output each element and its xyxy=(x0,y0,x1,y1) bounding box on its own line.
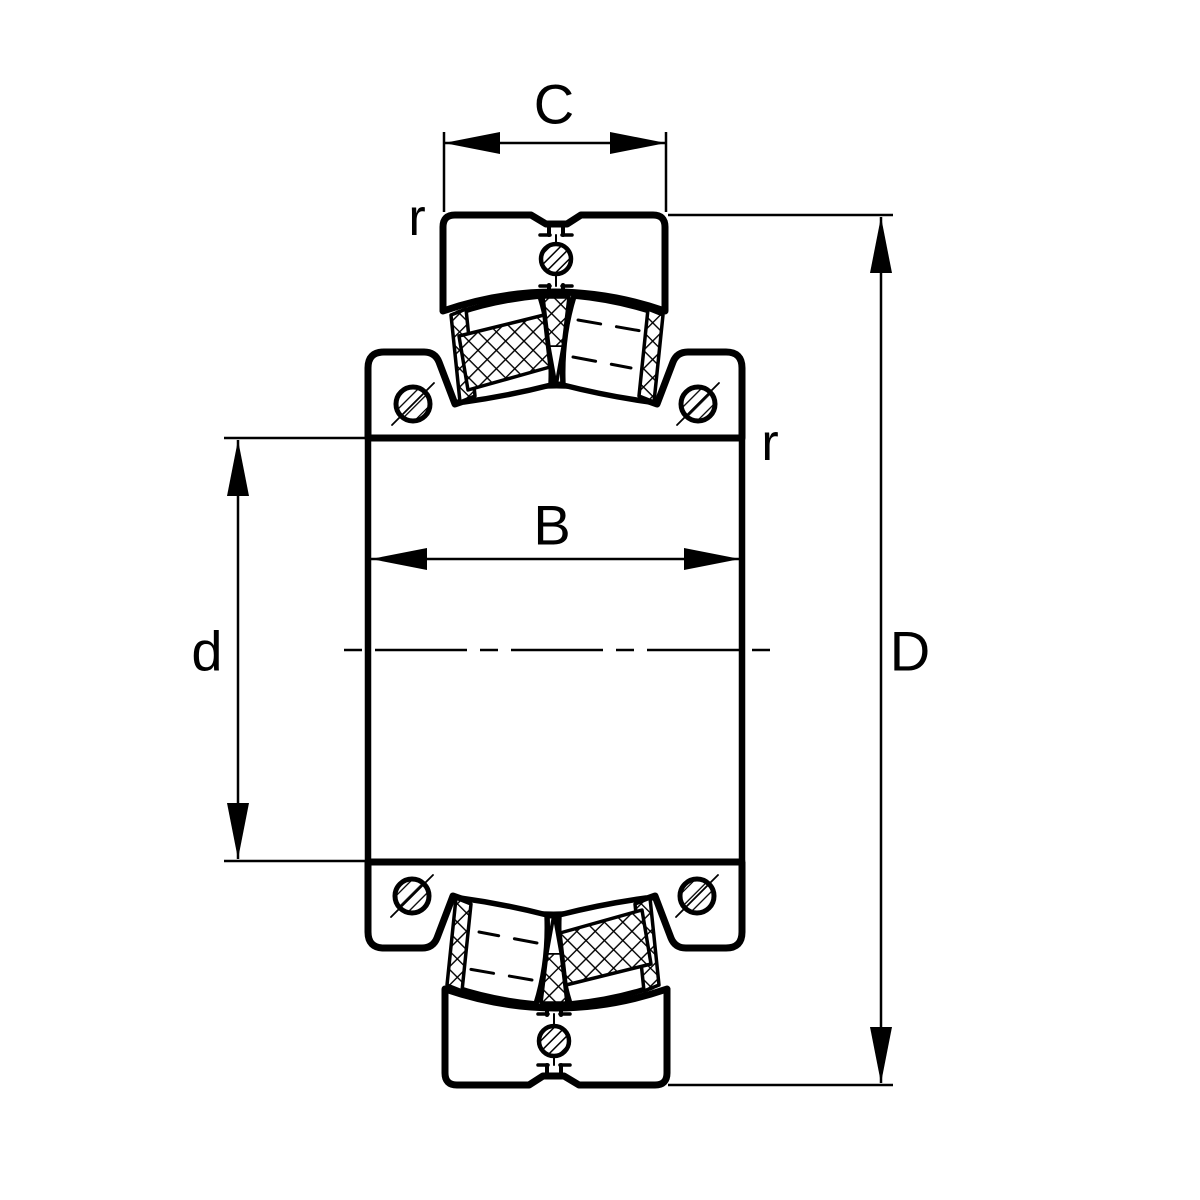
dimension-label-r-top: r xyxy=(408,189,425,247)
dimension-label-c: C xyxy=(534,73,574,136)
dimension-label-r-side: r xyxy=(761,414,778,472)
bearing-lower-assembly xyxy=(368,862,742,1085)
c-arrowhead-right xyxy=(610,132,666,154)
b-arrowhead-left xyxy=(371,548,427,570)
bearing-upper-assembly xyxy=(364,211,746,442)
cage-sections xyxy=(449,295,665,404)
roller-right-hidden-lines xyxy=(571,318,649,370)
inner-ring-sleeve xyxy=(364,438,746,861)
c-arrowhead-left xyxy=(444,132,500,154)
flange-bolt-left xyxy=(391,382,435,426)
d-arrowhead-bottom xyxy=(227,803,249,859)
d-arrowhead-top xyxy=(227,440,249,496)
D-arrowhead-bottom xyxy=(870,1027,892,1083)
b-arrowhead-right xyxy=(684,548,740,570)
D-arrowhead-top xyxy=(870,217,892,273)
dimension-d-outer xyxy=(668,213,893,1087)
split-joint-bolt xyxy=(538,241,574,277)
dimension-label-b: B xyxy=(533,494,570,557)
cage-prong-band xyxy=(457,313,552,392)
flange-bolt-right xyxy=(676,382,720,426)
dimension-b xyxy=(371,548,740,570)
cage-center-strip xyxy=(541,295,571,349)
dimension-label-d-outer: D xyxy=(890,620,930,683)
dimension-c xyxy=(442,132,668,212)
dimension-d-bore xyxy=(224,436,366,863)
cage-rail-right xyxy=(637,307,665,404)
cage-center-taper xyxy=(547,345,565,388)
dimension-label-d-bore: d xyxy=(191,620,222,683)
